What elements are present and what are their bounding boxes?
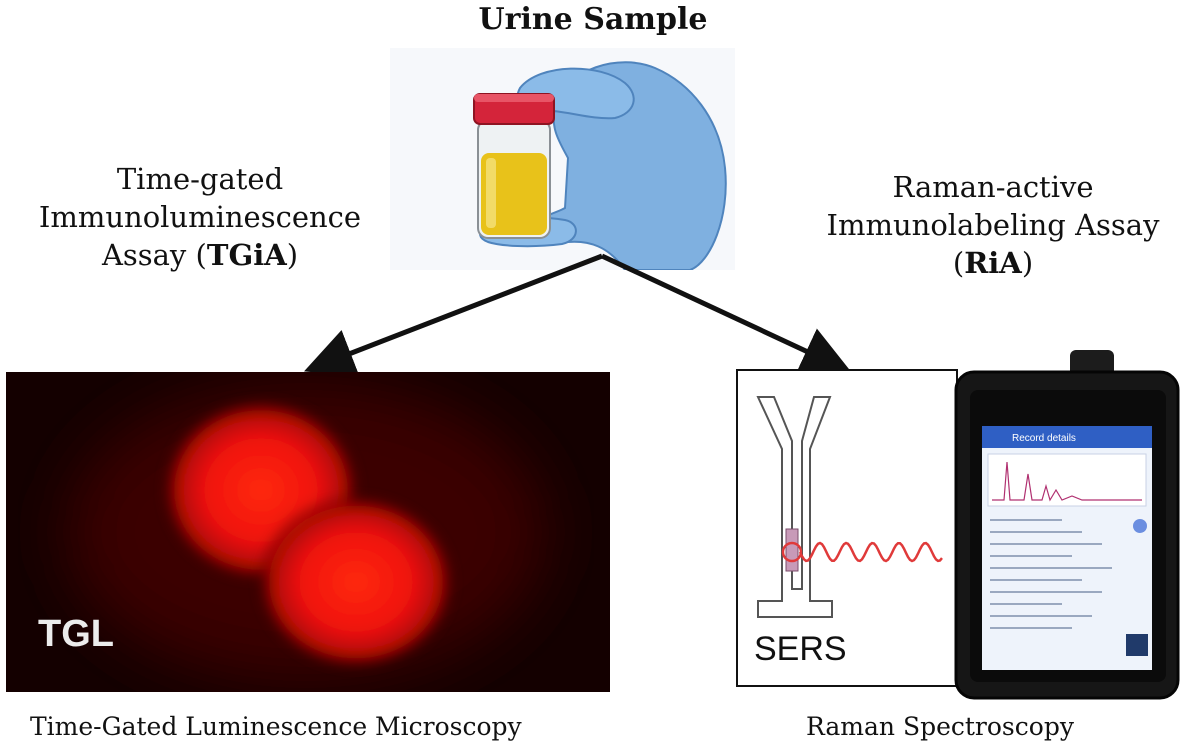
tgia-label: Time-gated Immunoluminescence Assay (TGi…	[0, 160, 400, 274]
right-caption: Raman Spectroscopy	[806, 712, 1074, 741]
sers-strip-diagram	[756, 396, 943, 618]
left-caption: Time-Gated Luminescence Microscopy	[30, 712, 522, 741]
urine-sample-illustration	[390, 48, 735, 270]
tgl-microscopy-image	[6, 372, 610, 692]
strip-channel	[756, 396, 833, 618]
ria-line2: Immunolabeling Assay	[826, 208, 1160, 242]
tgia-line2: Immunoluminescence	[38, 200, 362, 234]
ria-label: Raman-active Immunolabeling Assay (RiA)	[800, 168, 1186, 282]
screen-title: Record details	[1012, 433, 1076, 444]
tgia-line1: Time-gated	[116, 162, 284, 196]
ria-abbrev: RiA	[964, 246, 1022, 280]
page-title: Urine Sample	[478, 2, 708, 37]
ria-line3: (RiA)	[952, 246, 1034, 280]
sers-overlay-label: SERS	[754, 630, 847, 668]
arrow-to-sers	[600, 253, 852, 374]
arrow-to-tgl	[304, 253, 603, 377]
device-screen: Record details	[982, 426, 1152, 670]
glove-palm	[508, 61, 727, 270]
tgia-abbrev: TGiA	[206, 238, 287, 272]
urine-liquid	[481, 153, 547, 235]
screen-qr-code	[1126, 634, 1148, 656]
luminescent-cell-2	[256, 494, 456, 670]
raman-signal-wave	[798, 541, 943, 563]
tgl-overlay-label: TGL	[38, 613, 114, 655]
sers-spot	[785, 528, 799, 572]
ria-line1: Raman-active	[892, 170, 1094, 204]
tgia-line3: Assay (TGiA)	[101, 238, 299, 272]
raman-spectrometer-device: Record details	[954, 350, 1180, 700]
screen-spectrum	[992, 461, 1142, 502]
